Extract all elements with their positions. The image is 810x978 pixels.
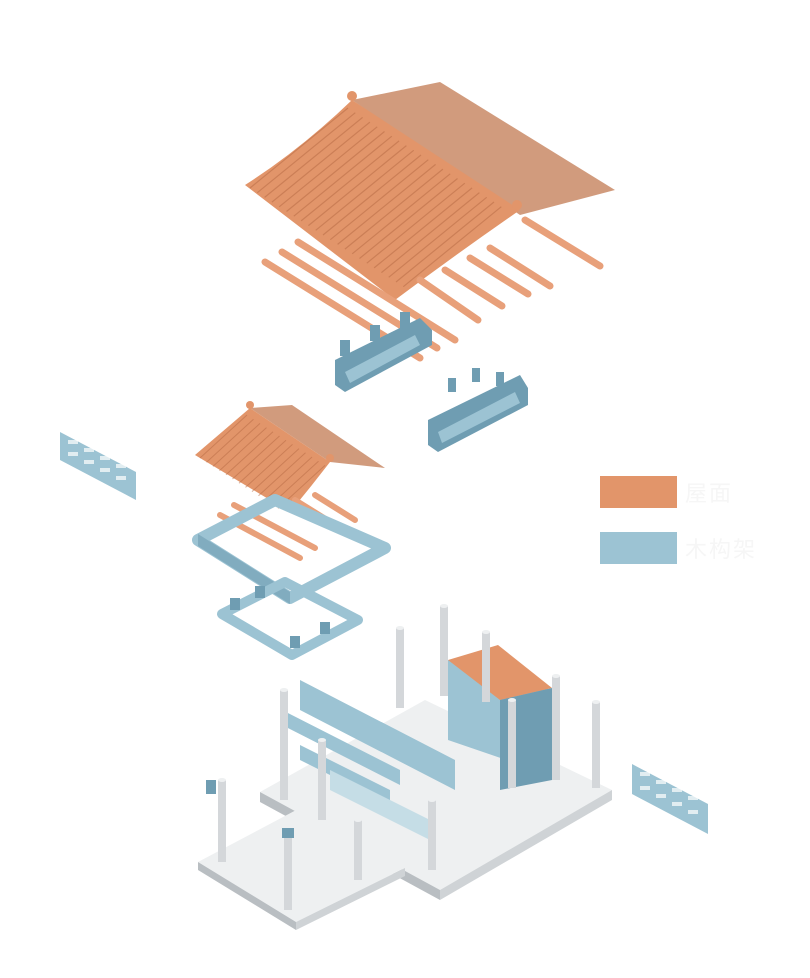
pillar-cap xyxy=(508,698,516,702)
pillar-cap xyxy=(354,818,362,822)
pillar-cap xyxy=(428,798,436,802)
pillar xyxy=(440,606,448,696)
main-brackets-right xyxy=(428,368,528,452)
pillar xyxy=(354,820,362,880)
legend-frame-swatch xyxy=(600,532,677,564)
porch-roof xyxy=(195,401,385,512)
main-brackets-left xyxy=(335,312,432,392)
porch-bracket-ring xyxy=(217,577,363,660)
pillar xyxy=(508,700,516,788)
legend-frame: 木构架 xyxy=(600,532,757,564)
pillar xyxy=(280,690,288,800)
pillar-cap xyxy=(552,674,560,678)
ridge-finial xyxy=(512,200,522,210)
pillar xyxy=(396,628,404,708)
pillar xyxy=(482,632,490,702)
legend-roof: 屋面 xyxy=(600,476,733,508)
pillar-cap xyxy=(318,738,326,742)
pillar xyxy=(284,830,292,910)
legend-roof-swatch xyxy=(600,476,677,508)
pillar-cap xyxy=(592,700,600,704)
legend-frame-label: 木构架 xyxy=(685,538,758,563)
lattice-panel-left xyxy=(60,432,136,500)
pillar xyxy=(218,780,226,862)
pillar-cap xyxy=(280,688,288,692)
pillar-cap xyxy=(482,630,490,634)
legend-roof-label: 屋面 xyxy=(685,482,734,507)
pillar-cap xyxy=(440,604,448,608)
pillar xyxy=(592,702,600,788)
detail-brackets xyxy=(206,780,294,838)
pillars xyxy=(218,604,600,910)
pillar xyxy=(428,800,436,870)
pillar-cap xyxy=(218,778,226,782)
ridge-finial xyxy=(347,91,357,101)
pillar xyxy=(552,676,560,780)
lattice-panel-right xyxy=(632,764,708,834)
pillar xyxy=(318,740,326,820)
main-rafters xyxy=(261,216,604,362)
main-roof xyxy=(245,82,615,300)
pillar-cap xyxy=(396,626,404,630)
